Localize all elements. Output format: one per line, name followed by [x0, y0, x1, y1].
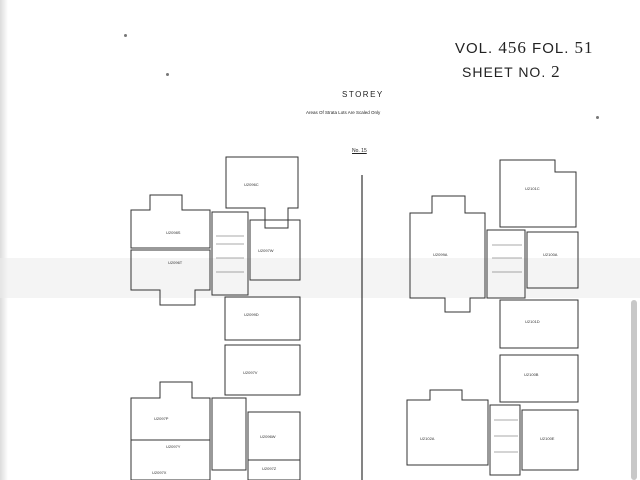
lot-label: U2100B: [524, 372, 539, 377]
lot-outline: [225, 156, 299, 229]
vol-number: 456: [498, 38, 527, 57]
lot-outline: [130, 439, 211, 480]
lot-outline: [130, 249, 211, 306]
storey-title: STOREY: [342, 90, 384, 99]
page-edge-shadow: [0, 0, 8, 480]
core-outline: [489, 404, 521, 476]
lot-outline: [406, 389, 489, 466]
lot-outline: [130, 381, 211, 441]
lot-outline: [224, 296, 301, 341]
lot-label: U2096C: [244, 182, 259, 187]
lot-label: U2097V: [243, 370, 258, 375]
lot-outline: [224, 344, 301, 396]
scan-band: [0, 258, 640, 298]
lot-label: U2102A: [420, 436, 435, 441]
lot-outline: [499, 159, 577, 228]
lot-label: U2099A: [433, 252, 448, 257]
lot-label: U2097Y: [166, 444, 181, 449]
lot-label: U2097W: [258, 248, 274, 253]
sheet-number: 2: [551, 62, 561, 81]
scan-speck: [596, 116, 599, 119]
vol-prefix: VOL.: [455, 40, 494, 57]
lot-outline: [247, 459, 301, 480]
lot-label: U2097P: [154, 416, 169, 421]
scan-speck: [124, 34, 127, 37]
lot-label: U2101D: [525, 319, 540, 324]
lot-outline: [526, 231, 579, 289]
volume-folio-header: VOL. 456 FOL. 51: [455, 38, 594, 58]
lot-label: U2096T: [168, 260, 183, 265]
lot-label: U2097X: [152, 470, 167, 475]
sheet-number-header: SHEET NO. 2: [462, 62, 561, 82]
sheet-prefix: SHEET NO.: [462, 64, 547, 80]
scrollbar-thumb[interactable]: [631, 300, 637, 480]
lot-outline: [249, 219, 301, 281]
fol-prefix: FOL.: [532, 40, 570, 57]
core-outline: [211, 211, 249, 296]
core-outline: [486, 229, 526, 299]
areas-note: Areas Of Strata Lots Are Scaled Only: [306, 110, 381, 115]
lot-outline: [499, 299, 579, 349]
core-outline: [211, 397, 247, 471]
lot-label: U2096W: [260, 434, 276, 439]
fol-number: 51: [574, 38, 594, 57]
lot-outline: [499, 354, 579, 403]
lot-label: U2097Z: [262, 466, 277, 471]
floor-number: No. 15: [352, 148, 367, 154]
lot-label: U2100A: [543, 252, 558, 257]
lot-outline: [130, 194, 211, 249]
lot-label: U2098S: [166, 230, 181, 235]
lot-label: U2101C: [525, 186, 540, 191]
lot-label: U2099D: [244, 312, 259, 317]
lot-outline: [521, 409, 579, 471]
lot-label: U2100E: [540, 436, 555, 441]
scan-speck: [166, 73, 169, 76]
lot-outline: [409, 195, 486, 313]
